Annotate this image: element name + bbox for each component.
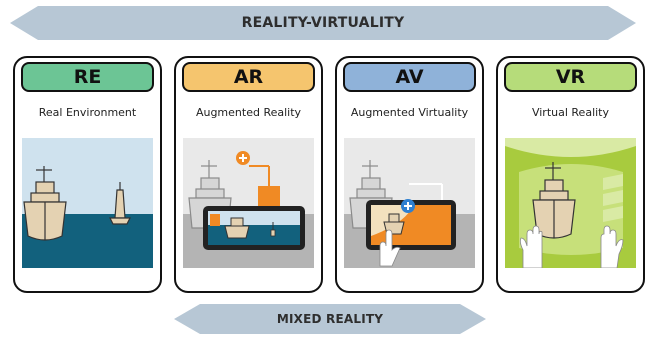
subtitle-augmented-virtuality: Augmented Virtuality bbox=[350, 106, 469, 119]
tag-vr: VR bbox=[504, 62, 637, 92]
subtitle-augmented-reality: Augmented Reality bbox=[195, 106, 302, 119]
augmented-virtuality-illustration bbox=[344, 138, 475, 268]
card-vr: VR Virtual Reality bbox=[496, 56, 645, 293]
tag-ar: AR bbox=[182, 62, 315, 92]
plus-icon bbox=[401, 199, 415, 213]
card-ar: AR Augmented Reality bbox=[174, 56, 323, 293]
tablet-icon bbox=[203, 206, 305, 250]
subtitle-real-environment: Real Environment bbox=[38, 106, 137, 119]
virtual-panels bbox=[603, 174, 623, 222]
subtitle-virtual-reality: Virtual Reality bbox=[531, 106, 610, 119]
tag-re: RE bbox=[21, 62, 154, 92]
tag-av: AV bbox=[343, 62, 476, 92]
ship-icon bbox=[532, 162, 576, 239]
card-re: RE Real Environment bbox=[13, 56, 162, 293]
left-hand-icon bbox=[519, 225, 543, 268]
card-av: AV Augmented Virtuality bbox=[335, 56, 484, 293]
virtual-reality-illustration bbox=[505, 138, 636, 268]
reality-virtuality-arrow: REALITY-VIRTUALITY bbox=[10, 6, 636, 40]
right-hand-icon bbox=[600, 225, 624, 268]
augmented-reality-illustration bbox=[183, 138, 314, 268]
hand-icon bbox=[379, 229, 401, 267]
ship-icon bbox=[23, 166, 67, 241]
real-environment-illustration bbox=[22, 138, 153, 268]
reality-virtuality-arrow-shape bbox=[10, 6, 636, 40]
mixed-reality-label: MIXED REALITY bbox=[276, 312, 384, 326]
mixed-reality-arrow-shape bbox=[174, 304, 486, 334]
mixed-reality-arrow: MIXED REALITY bbox=[174, 304, 486, 334]
plus-icon bbox=[236, 151, 250, 165]
reality-virtuality-label: REALITY-VIRTUALITY bbox=[241, 15, 405, 31]
buoy-icon bbox=[109, 182, 131, 225]
